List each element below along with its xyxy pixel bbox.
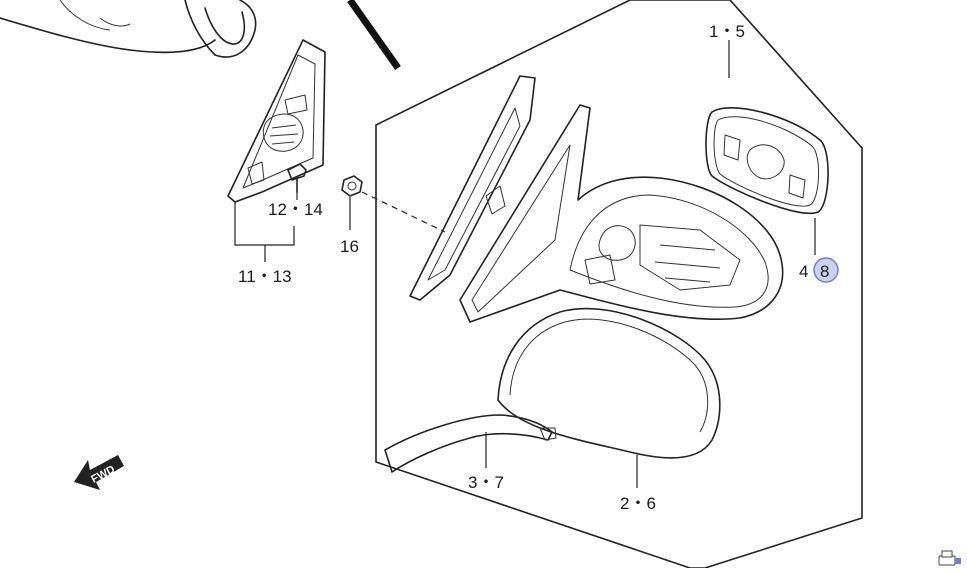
turn-lamp-part — [384, 414, 557, 473]
callout-cover-cap: 2・6 — [620, 494, 656, 513]
cover-cap-part — [497, 307, 721, 459]
fwd-label: FWD — [89, 463, 117, 485]
assembly-outline-box — [375, 0, 863, 569]
garnish-part — [227, 39, 326, 203]
clip-part — [287, 163, 307, 193]
mirror-base-part — [409, 75, 536, 301]
nut-part — [341, 175, 363, 197]
fwd-direction-arrow: FWD — [74, 455, 124, 490]
callout-mirror-glass-highlight: 8 — [820, 262, 829, 281]
mirror-glass-part — [705, 106, 829, 215]
vehicle-body-illustration — [0, 0, 257, 58]
pointer-bar — [347, 0, 401, 71]
callout-highlight-marker — [813, 257, 839, 283]
printer-icon[interactable] — [938, 550, 961, 566]
callout-turn-lamp: 3・7 — [468, 473, 504, 492]
callout-garnish: 11・13 — [238, 267, 292, 286]
callout-mirror-assembly: 1・5 — [709, 22, 745, 41]
callout-nut: 16 — [340, 237, 359, 256]
mirror-housing-part — [459, 104, 784, 323]
mounting-dash-line — [361, 191, 446, 233]
callout-clip: 12・14 — [268, 200, 323, 219]
